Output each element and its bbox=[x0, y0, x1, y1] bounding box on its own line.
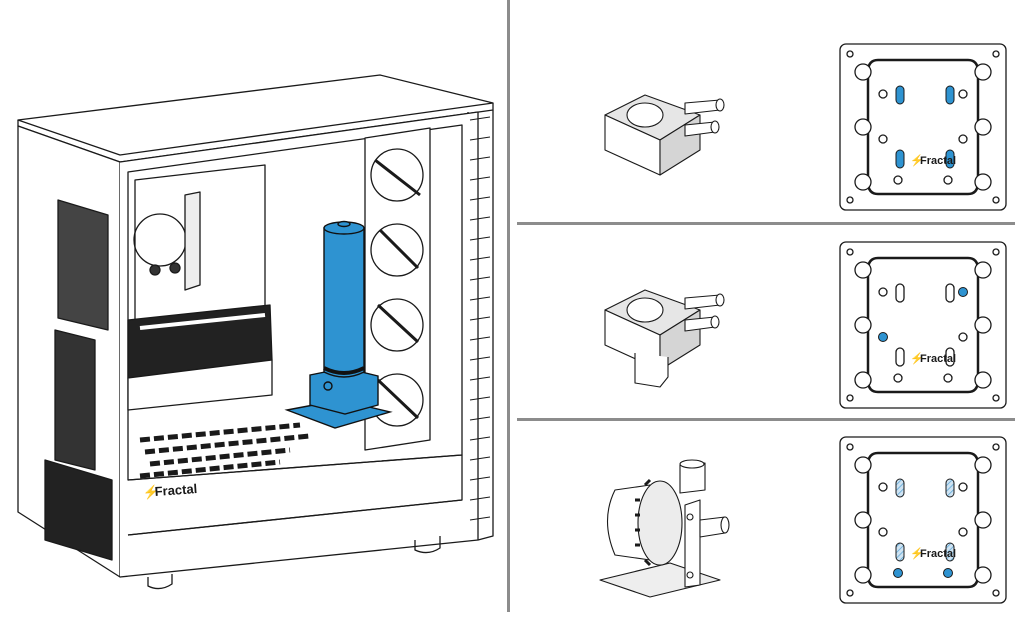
pc-case-illustration: ⚡ Fractal bbox=[17, 74, 494, 590]
svg-text:⚡: ⚡ bbox=[910, 547, 924, 560]
pump-option-1 bbox=[604, 94, 725, 176]
vertical-divider bbox=[507, 0, 510, 612]
horizontal-divider-2 bbox=[517, 418, 1015, 421]
svg-text:⚡: ⚡ bbox=[910, 154, 924, 167]
plate-3-brand: Fractal bbox=[920, 548, 956, 560]
pump-option-2 bbox=[604, 289, 725, 388]
svg-text:⚡: ⚡ bbox=[142, 484, 159, 501]
mounting-plate-2: ⚡ Fractal bbox=[839, 241, 1007, 409]
case-brand-text: Fractal bbox=[154, 481, 198, 499]
svg-text:⚡: ⚡ bbox=[910, 352, 924, 365]
pump-option-3 bbox=[599, 459, 730, 598]
plate-1-brand: Fractal bbox=[920, 155, 956, 167]
mounting-plate-1: ⚡ Fractal bbox=[839, 43, 1007, 211]
reservoir bbox=[284, 220, 393, 429]
case-logo: ⚡ Fractal bbox=[142, 481, 198, 501]
horizontal-divider-1 bbox=[517, 222, 1015, 225]
plate-2-brand: Fractal bbox=[920, 353, 956, 365]
mounting-plate-3: ⚡ Fractal bbox=[839, 436, 1007, 604]
